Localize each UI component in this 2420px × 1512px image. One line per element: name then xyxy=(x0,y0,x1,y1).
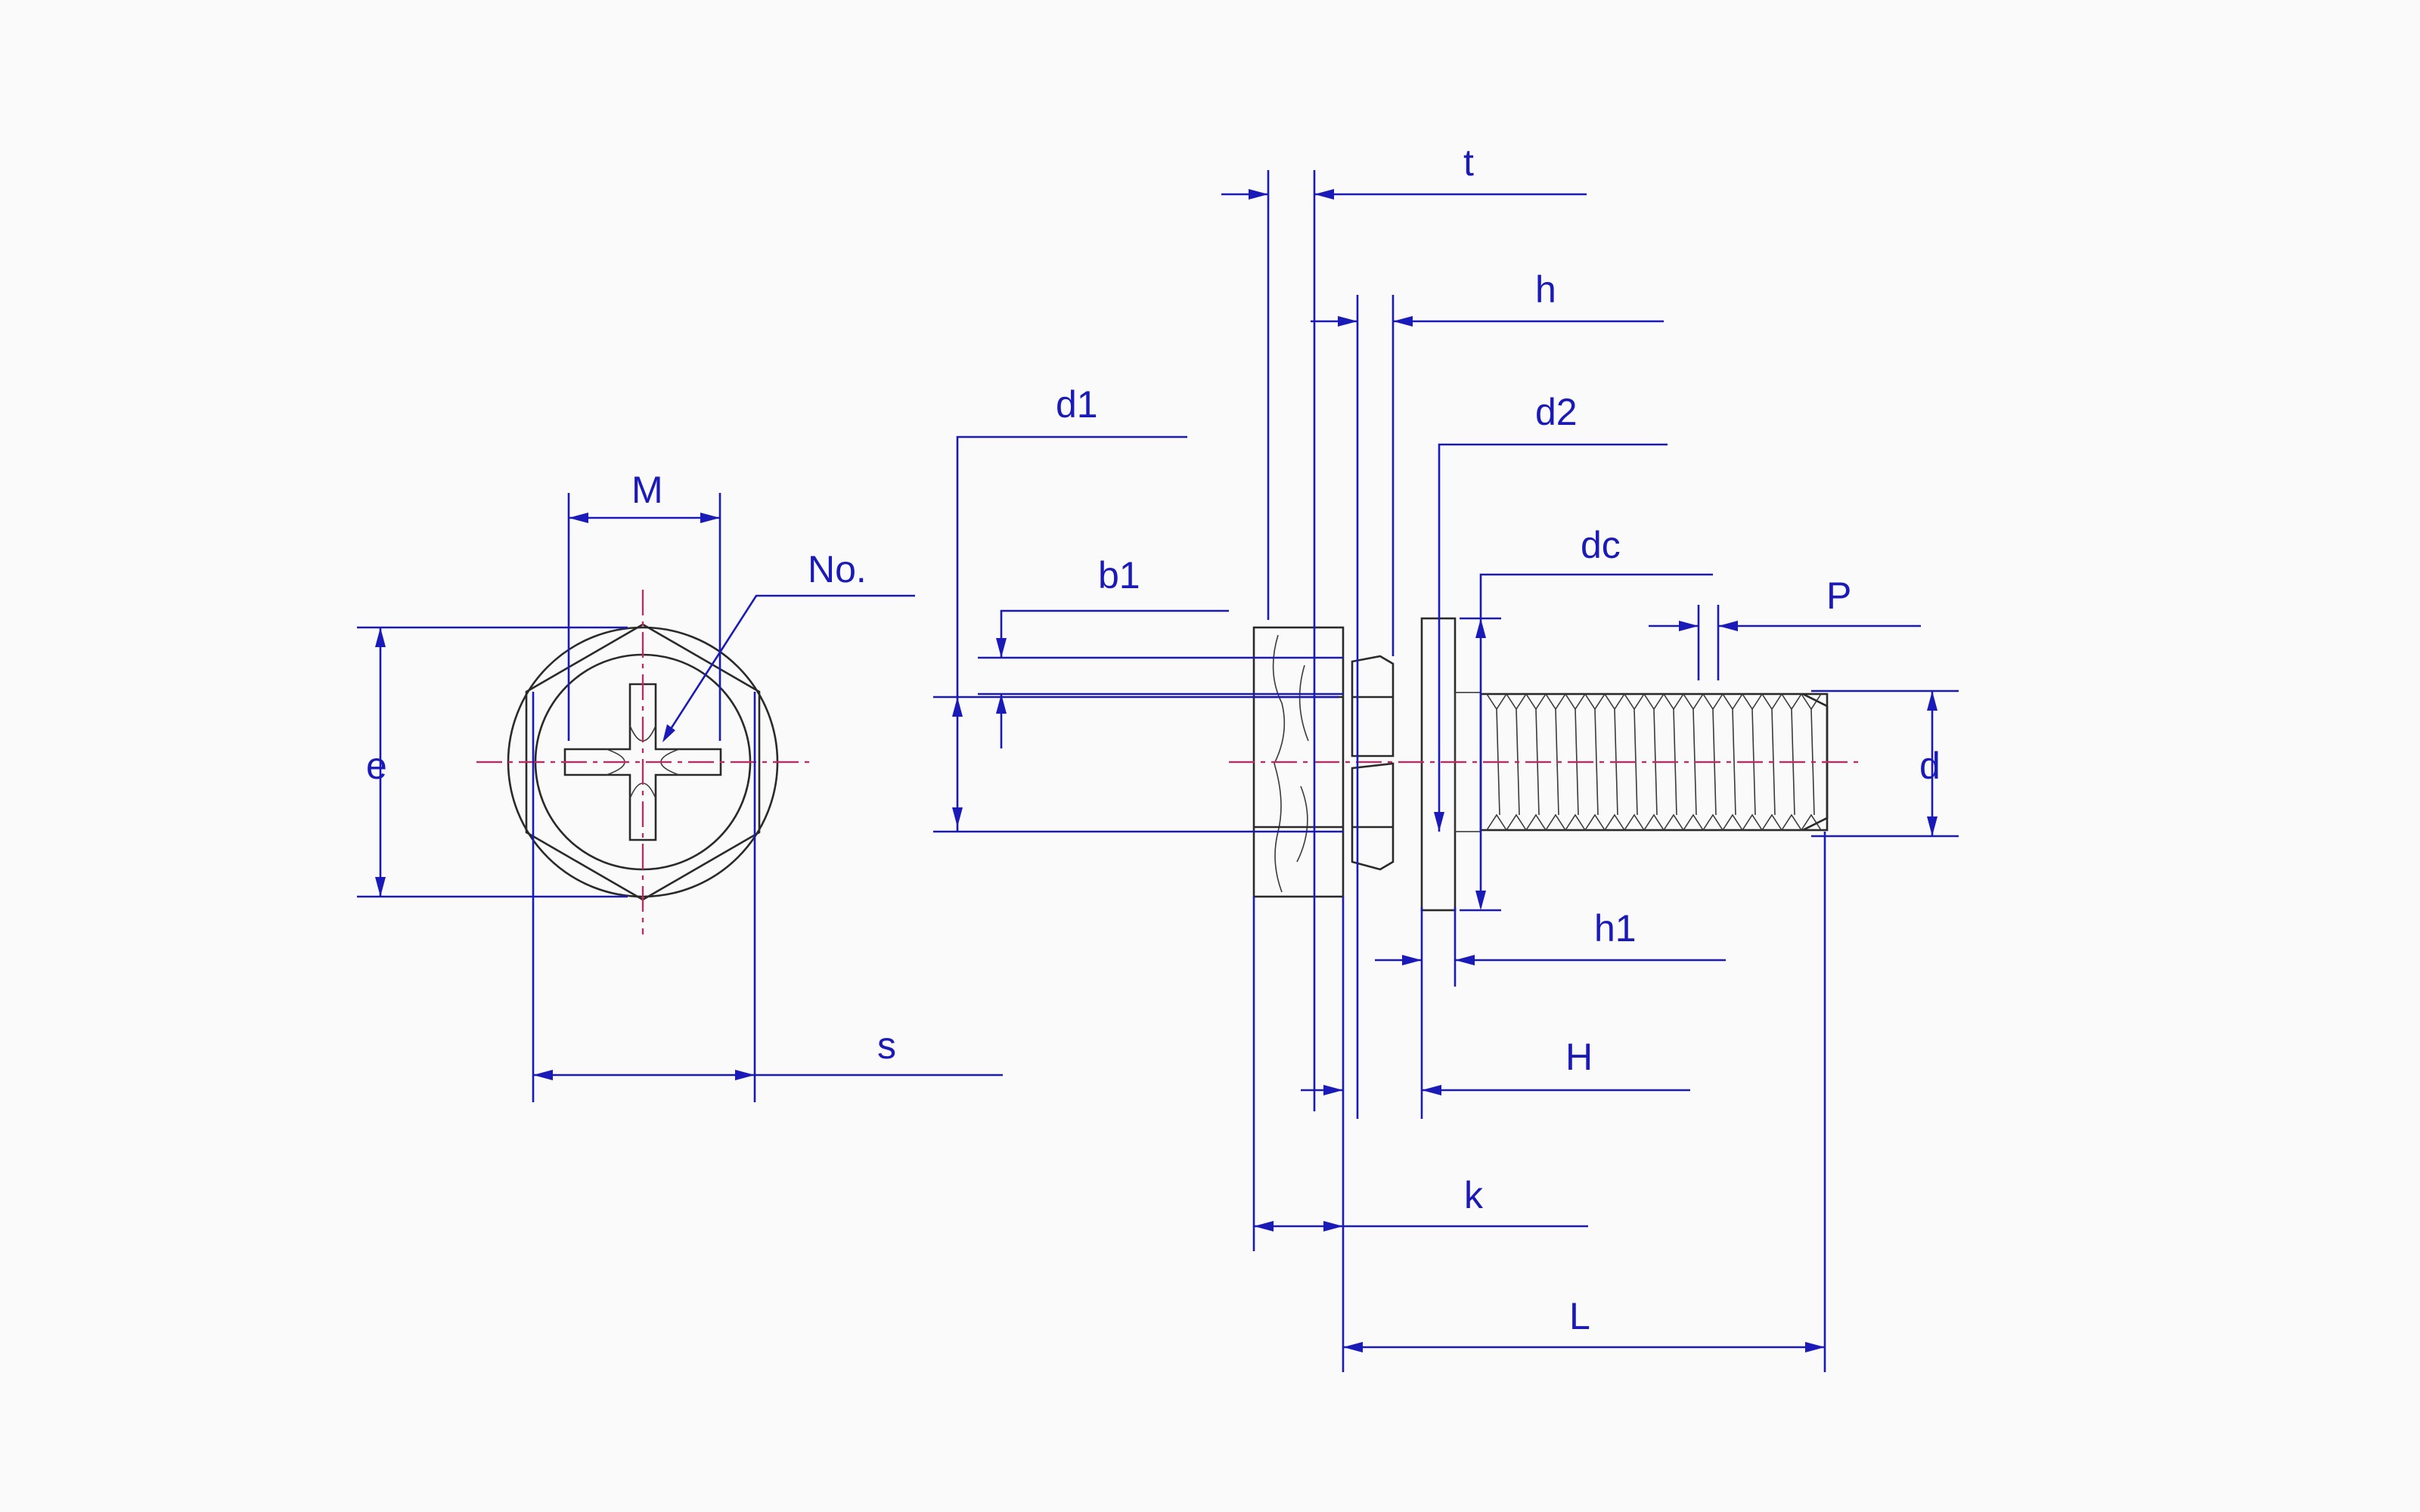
label-d2: d2 xyxy=(1535,391,1578,433)
front-view-dimensions: M No. e s xyxy=(357,469,1003,1102)
label-dc: dc xyxy=(1581,524,1621,566)
phillips-cross-recess xyxy=(563,683,722,841)
label-t: t xyxy=(1463,141,1474,184)
label-h1: h1 xyxy=(1594,907,1637,950)
label-e: e xyxy=(366,745,387,787)
label-No: No. xyxy=(808,548,867,590)
label-b1: b1 xyxy=(1098,554,1140,596)
label-s: s xyxy=(877,1024,896,1067)
side-view xyxy=(1229,617,1862,912)
front-view xyxy=(476,590,813,934)
label-d: d xyxy=(1919,745,1941,787)
label-k: k xyxy=(1464,1174,1484,1216)
lock-washer xyxy=(1351,655,1395,871)
label-P: P xyxy=(1826,575,1851,617)
side-view-dimensions: t h d1 b1 d2 dc xyxy=(933,141,1959,1372)
label-d1: d1 xyxy=(1056,383,1098,426)
hex-head-edge-texture xyxy=(1272,634,1309,893)
label-L: L xyxy=(1569,1295,1590,1337)
label-H: H xyxy=(1565,1036,1593,1078)
label-h: h xyxy=(1535,268,1556,311)
label-M: M xyxy=(631,469,663,511)
